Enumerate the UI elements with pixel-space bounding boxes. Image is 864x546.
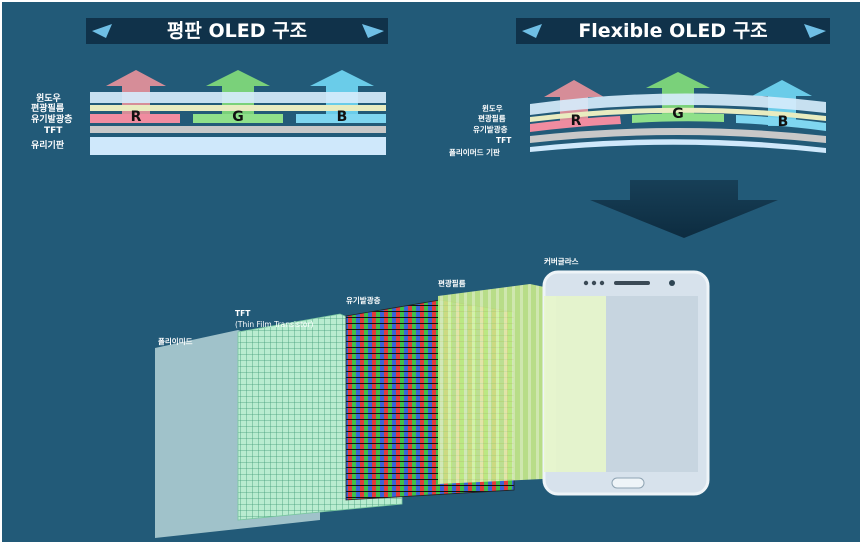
polarizer-label: 편광필름	[438, 278, 466, 288]
flex-g-label: G	[672, 106, 684, 122]
flat-glass-layer	[90, 137, 386, 155]
flex-green-subpixel	[632, 113, 724, 123]
flat-polarizer-label: 편광필름	[31, 102, 64, 114]
exploded-view: 폴리이미드 TFT (Thin Film Transistor) 유기발광층 편…	[155, 256, 710, 538]
flat-red-subpixel	[90, 114, 180, 123]
flat-window-label: 윈도우	[36, 92, 61, 104]
flexible-oled-title: Flexible OLED 구조	[578, 20, 767, 42]
flat-oled-stack: R G B 윈도우 편광필름 유기발광층 TFT 유리기판	[31, 70, 386, 155]
flex-organic-label: 유기발광층	[473, 124, 508, 134]
down-arrow-icon	[590, 180, 778, 238]
flex-blue-subpixel	[736, 115, 826, 131]
right-arrow-icon	[804, 24, 826, 38]
polyimide-label: 폴리이미드	[158, 336, 193, 346]
flat-window-layer	[90, 92, 386, 103]
flexible-title-banner: Flexible OLED 구조	[516, 18, 830, 44]
flat-glass-label: 유리기판	[31, 139, 65, 151]
flexible-oled-stack: R G B 윈도우 편광필름 유기발광층 TFT 폴리이머드 기판	[449, 72, 826, 157]
flat-organic-label: 유기발광층	[31, 113, 72, 125]
flex-r-label: R	[571, 113, 582, 129]
flat-blue-subpixel	[296, 114, 386, 123]
tft-full-label: (Thin Film Transistor)	[235, 320, 314, 329]
flat-polarizer-layer	[90, 105, 386, 111]
flex-red-subpixel	[530, 116, 621, 132]
speaker-slot	[614, 281, 650, 285]
flat-tft-label: TFT	[44, 126, 63, 136]
flat-title-banner: 평판 OLED 구조	[86, 18, 388, 44]
flat-g-label: G	[232, 109, 244, 125]
flat-r-label: R	[131, 109, 142, 125]
flex-window-layer	[530, 93, 826, 115]
tft-label: TFT	[235, 309, 251, 318]
flat-tft-layer	[90, 126, 386, 133]
flex-tft-layer	[530, 128, 826, 143]
front-sensor-icon	[669, 280, 675, 286]
organic-label: 유기발광층	[346, 295, 381, 305]
flex-tft-label: TFT	[496, 136, 512, 145]
flex-window-label: 윈도우	[482, 103, 503, 113]
cover-glass-label: 커버글라스	[544, 256, 579, 266]
flat-oled-title: 평판 OLED 구조	[167, 20, 307, 42]
home-button	[611, 477, 645, 489]
camera-icon	[583, 280, 589, 286]
right-arrow-icon	[362, 24, 384, 38]
flex-substrate-layer	[530, 139, 826, 153]
flex-b-label: B	[778, 114, 789, 130]
flat-b-label: B	[337, 109, 348, 125]
left-arrow-icon	[92, 24, 112, 38]
left-arrow-icon	[522, 24, 542, 38]
flex-polarizer-layer	[530, 107, 826, 122]
flex-substrate-label: 폴리이머드 기판	[449, 147, 500, 157]
flat-green-subpixel	[193, 114, 283, 123]
flex-polarizer-label: 편광필름	[478, 113, 506, 123]
cover-glass	[542, 270, 710, 496]
